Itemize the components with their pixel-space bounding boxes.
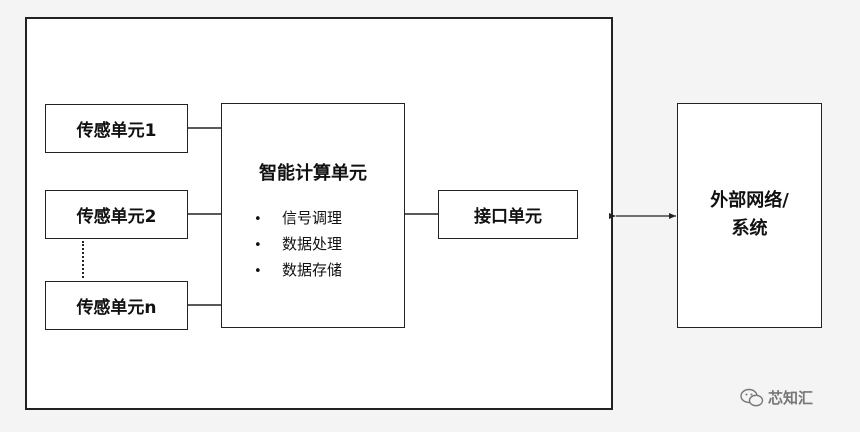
external-network-line1: 外部网络/ (710, 190, 789, 211)
wechat-icon (740, 388, 764, 406)
external-network-title: 外部网络/ 系统 (678, 187, 821, 243)
compute-function-list: 信号调理 数据处理 数据存储 (254, 206, 342, 284)
interface-unit: 接口单元 (438, 190, 578, 239)
watermark: 芯知汇 (740, 387, 813, 408)
ellipsis-dots (82, 241, 84, 278)
compute-unit: 智能计算单元 信号调理 数据处理 数据存储 (221, 103, 405, 328)
sensor-unit-1: 传感单元1 (45, 104, 188, 153)
function-data-storage: 数据存储 (254, 258, 342, 284)
function-data-processing: 数据处理 (254, 232, 342, 258)
sensor-unit-n: 传感单元n (45, 281, 188, 330)
sensor-unit-1-label: 传感单元1 (76, 121, 157, 141)
compute-unit-title: 智能计算单元 (259, 163, 367, 184)
external-network-system: 外部网络/ 系统 (677, 103, 822, 328)
sensor-unit-n-label: 传感单元n (76, 298, 157, 318)
interface-unit-label: 接口单元 (474, 207, 542, 227)
external-network-line2: 系统 (731, 218, 768, 239)
watermark-text: 芯知汇 (768, 389, 814, 407)
sensor-unit-2-label: 传感单元2 (76, 207, 157, 227)
sensor-unit-2: 传感单元2 (45, 190, 188, 239)
function-signal-conditioning: 信号调理 (254, 206, 342, 232)
